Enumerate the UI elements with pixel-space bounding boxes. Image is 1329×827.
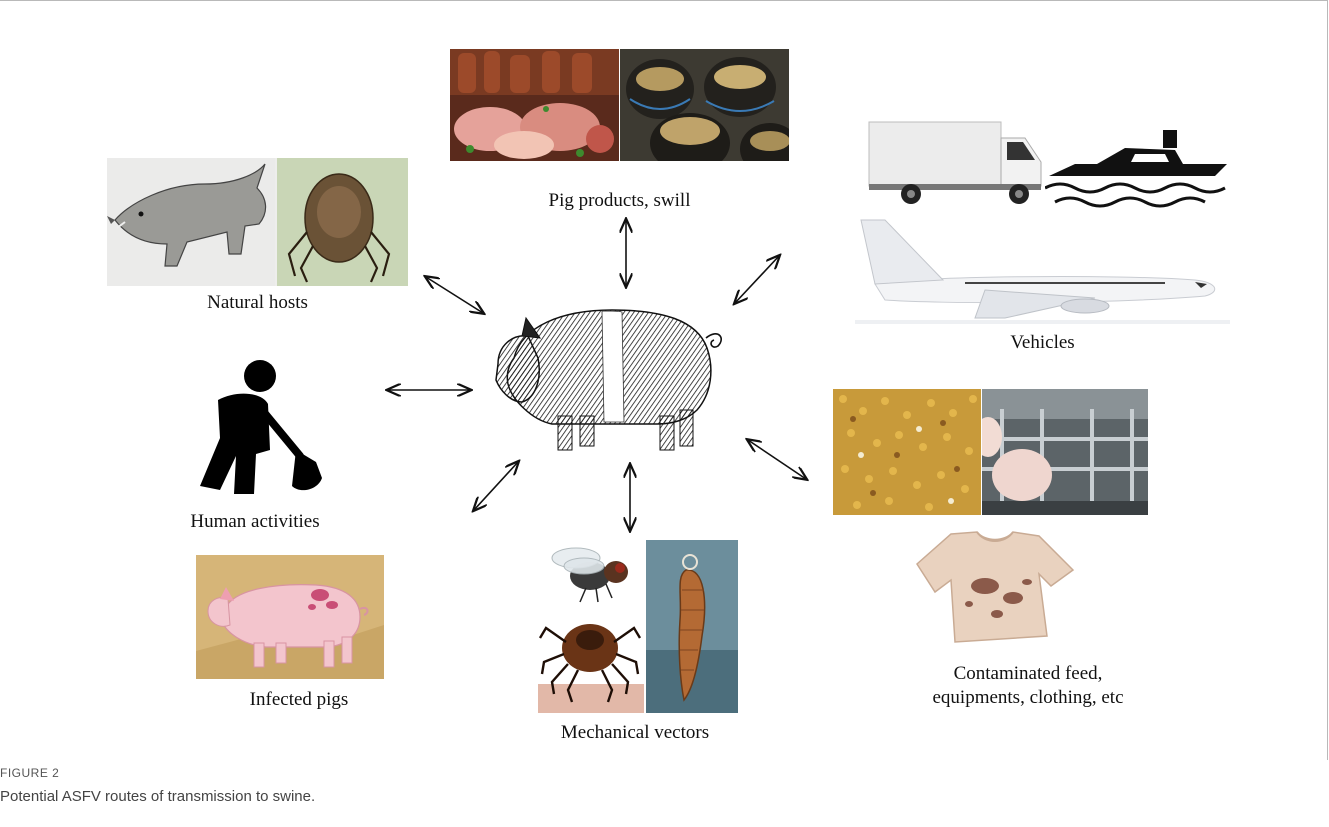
contaminated-label: Contaminated feed, equipments, clothing,… <box>878 662 1178 710</box>
leech-icon <box>646 540 738 713</box>
mechanical-vectors-label: Mechanical vectors <box>520 722 750 744</box>
swill-pots-icon <box>620 49 789 161</box>
mechanical-vectors-images <box>538 540 738 713</box>
natural-hosts-label: Natural hosts <box>107 292 408 314</box>
pig-products-images <box>450 49 789 161</box>
natural-hosts-images <box>107 158 408 286</box>
contaminated-images <box>833 389 1148 515</box>
arrow-infected-pigs <box>474 462 518 510</box>
pig-pen-icon <box>982 389 1148 515</box>
pig-products-label: Pig products, swill <box>450 190 789 212</box>
feed-grain-icon <box>833 389 981 515</box>
wild-boar-icon <box>107 158 275 286</box>
pig-engraving-icon <box>492 298 728 458</box>
fly-icon <box>546 542 636 604</box>
figure-label: FIGURE 2 <box>0 766 59 780</box>
arrow-natural-hosts <box>426 277 483 313</box>
vehicles-label: Vehicles <box>855 332 1230 354</box>
infected-pigs-label: Infected pigs <box>196 689 402 711</box>
ship-icon <box>1045 126 1230 218</box>
pork-products-icon <box>450 49 619 161</box>
soft-tick-icon <box>277 158 408 286</box>
figure-caption: Potential ASFV routes of transmission to… <box>0 788 315 805</box>
contaminated-label-line-1: Contaminated feed, <box>954 663 1103 684</box>
arrow-contaminated <box>748 440 806 479</box>
airplane-icon <box>855 214 1230 326</box>
contaminated-label-line-2: equipments, clothing, etc <box>932 687 1123 708</box>
truck-icon <box>865 118 1045 208</box>
hard-tick-icon <box>538 602 644 713</box>
stained-tshirt-icon <box>915 530 1077 644</box>
arrow-vehicles <box>735 256 779 303</box>
vehicles-images <box>855 118 1230 326</box>
infected-pig-icon <box>196 555 384 679</box>
worker-shovel-icon <box>196 358 326 496</box>
human-activities-label: Human activities <box>160 511 350 533</box>
